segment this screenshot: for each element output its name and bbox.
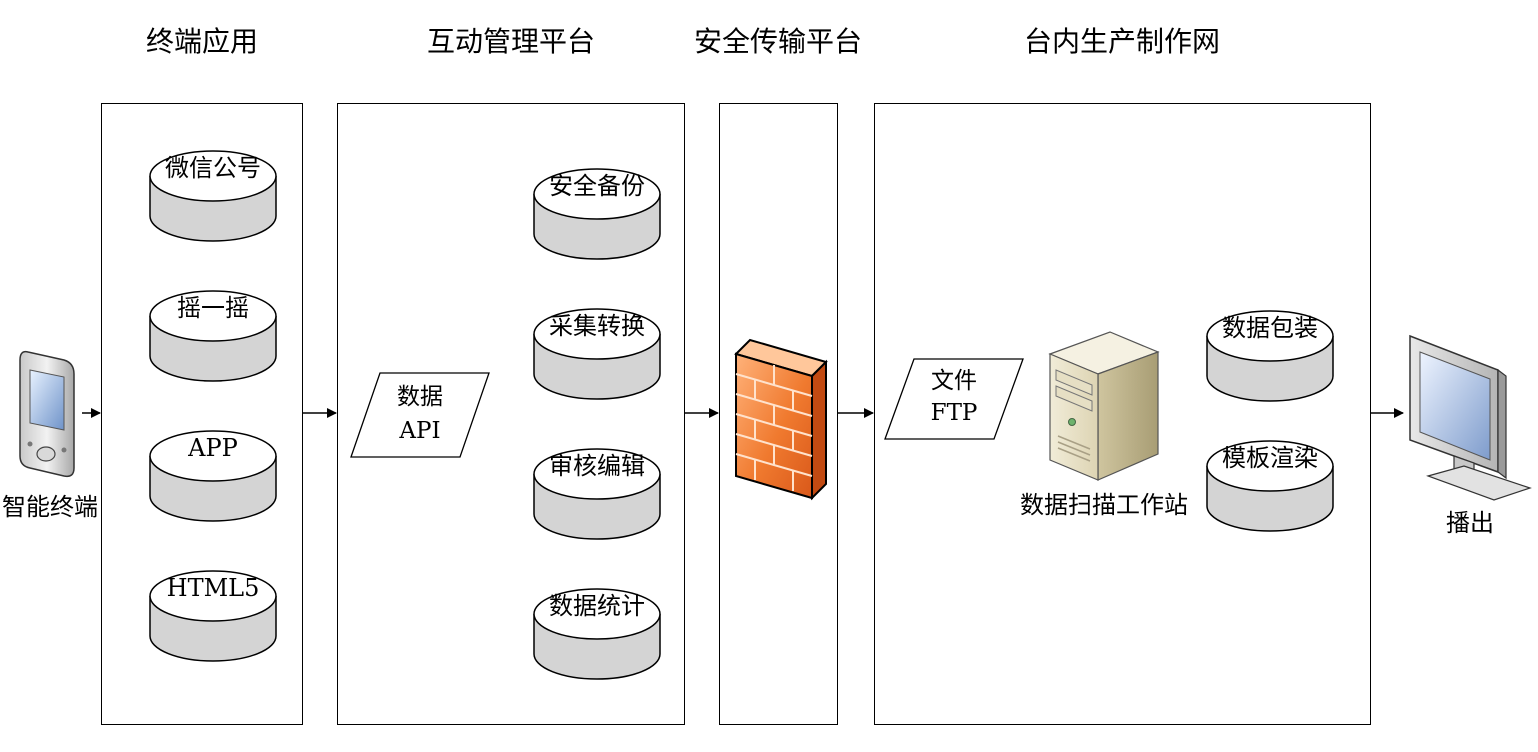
disc-label: HTML5 — [166, 574, 260, 602]
app-disc-html5: HTML5 — [148, 566, 278, 662]
disc-label: 模板渲染 — [1222, 444, 1318, 472]
header-terminal-apps: 终端应用 — [145, 25, 258, 58]
app-disc-app: APP — [148, 426, 278, 522]
smart-terminal-label: 智能终端 — [2, 493, 98, 521]
output-label: 播出 — [1446, 509, 1494, 537]
service-disc-backup: 安全备份 — [532, 164, 662, 260]
data-api-line1: 数据 — [397, 384, 443, 410]
smartphone-icon — [19, 350, 75, 478]
disc-label: 数据统计 — [549, 592, 645, 620]
workstation-label: 数据扫描工作站 — [1020, 491, 1188, 519]
service-disc-collect: 采集转换 — [532, 304, 662, 400]
server-tower-icon — [1048, 331, 1160, 481]
service-disc-stats: 数据统计 — [532, 584, 662, 680]
disc-label: 安全备份 — [549, 172, 645, 200]
monitor-icon — [1409, 334, 1532, 501]
header-interaction-platform: 互动管理平台 — [426, 25, 595, 58]
disc-label: 微信公号 — [165, 154, 261, 182]
header-secure-transfer: 安全传输平台 — [693, 25, 862, 58]
firewall-icon — [734, 338, 828, 501]
data-api-box: 数据 API — [350, 372, 490, 458]
file-ftp-box: 文件 FTP — [884, 358, 1024, 440]
data-api-line2: API — [399, 418, 441, 444]
file-ftp-line1: 文件 — [931, 368, 977, 394]
service-disc-packaging: 数据包装 — [1205, 306, 1335, 402]
file-ftp-line2: FTP — [930, 400, 978, 426]
disc-label: APP — [188, 434, 238, 462]
disc-label: 审核编辑 — [549, 452, 645, 480]
header-production-network: 台内生产制作网 — [1023, 25, 1220, 58]
disc-label: 摇一摇 — [177, 294, 249, 322]
service-disc-rendering: 模板渲染 — [1205, 436, 1335, 532]
app-disc-wechat: 微信公号 — [148, 146, 278, 242]
service-disc-review: 审核编辑 — [532, 444, 662, 540]
app-disc-shake: 摇一摇 — [148, 286, 278, 382]
disc-label: 采集转换 — [549, 312, 645, 340]
disc-label: 数据包装 — [1222, 314, 1318, 342]
